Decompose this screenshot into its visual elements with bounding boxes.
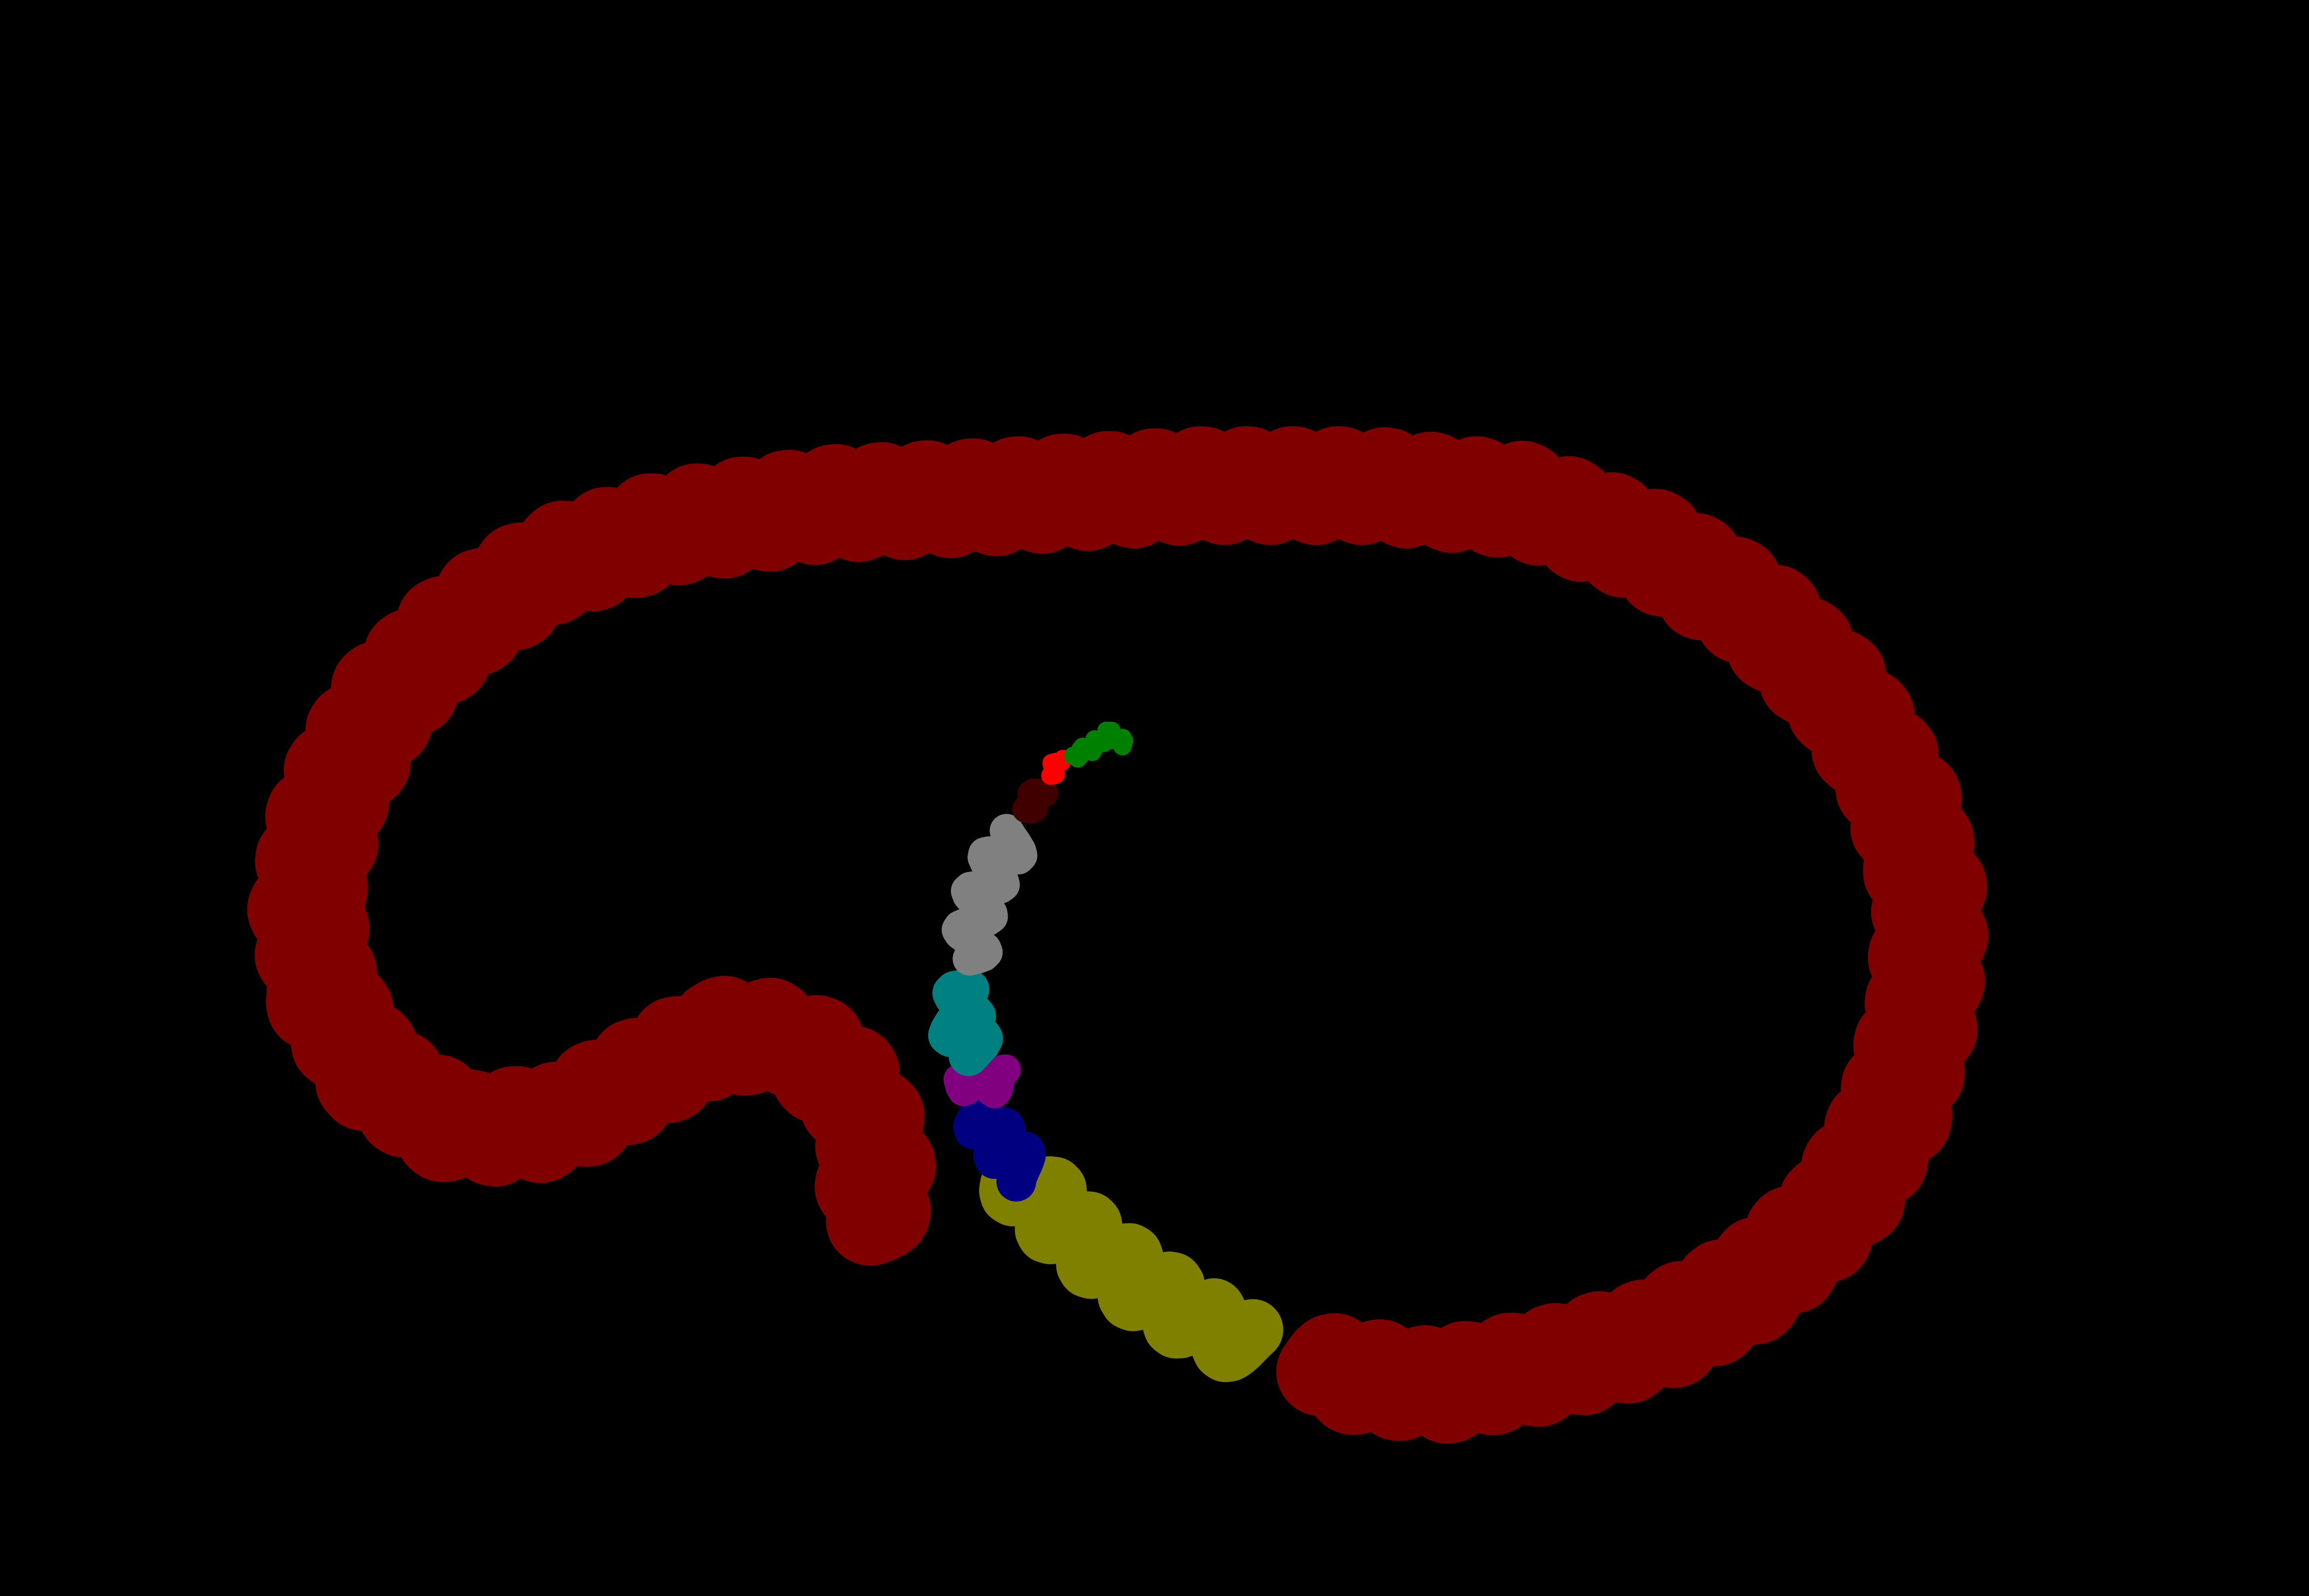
gray-coil-segment — [942, 814, 1038, 976]
coil-layer — [247, 426, 1989, 1444]
purple-coil-segment — [943, 1054, 1021, 1109]
navy-coil-segment — [953, 1094, 1046, 1202]
main-loop-segment — [247, 426, 1989, 1444]
green-coil-segment — [1064, 721, 1133, 768]
olive-coil-segment — [979, 1142, 1283, 1382]
teal-coil-segment — [928, 969, 1003, 1076]
red-coil-segment — [1041, 750, 1072, 785]
dark-red-coil-segment — [1012, 778, 1058, 824]
